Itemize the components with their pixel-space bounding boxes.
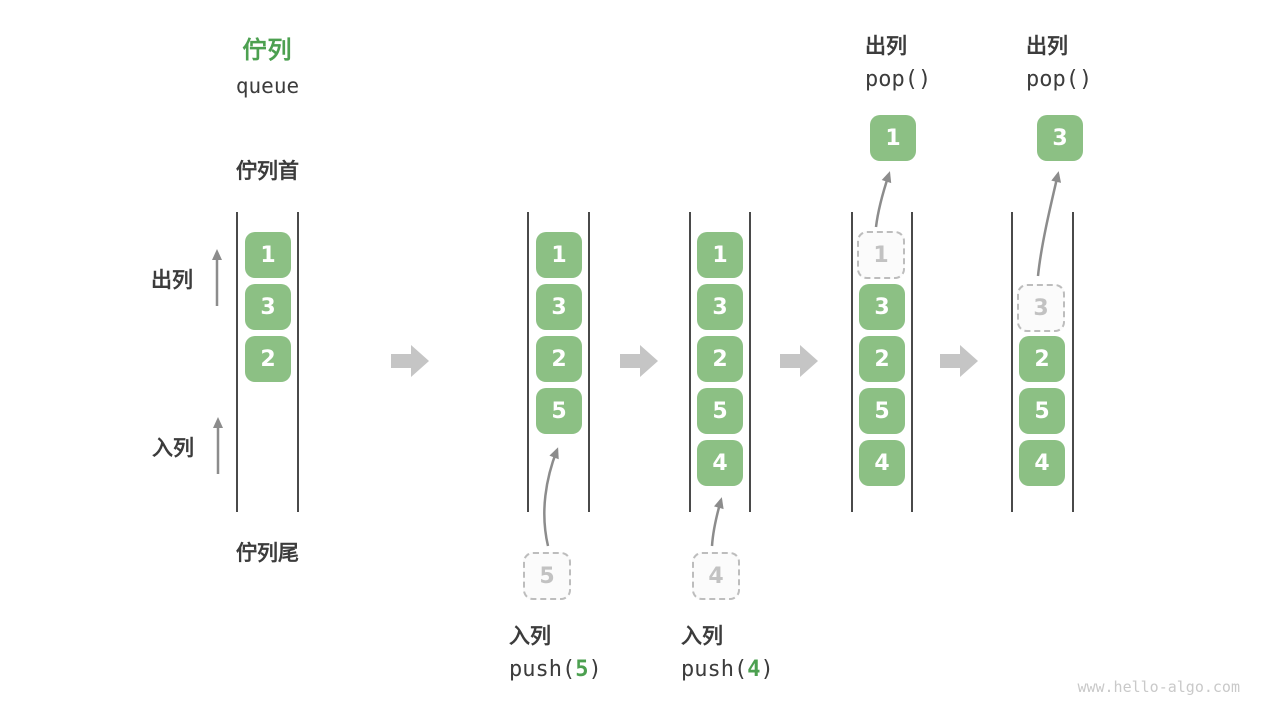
queue-wall-line: [1011, 212, 1013, 512]
enqueue-label: 入列: [152, 436, 194, 460]
push1-arg: 5: [575, 657, 589, 682]
step-arrow-icon: [620, 345, 658, 377]
push1-action-label: 入列: [509, 624, 551, 648]
push2-fn-label: push(4): [681, 657, 774, 682]
queue-cell: 2: [536, 336, 582, 382]
step-arrow-icon: [391, 345, 429, 377]
incoming-cell-ghost: 4: [692, 552, 740, 600]
step-arrow-icon: [780, 345, 818, 377]
watermark: www.hello-algo.com: [1077, 678, 1240, 696]
pop2-action-label: 出列: [1026, 34, 1068, 58]
queue-wall-line: [851, 212, 853, 512]
pop1-arrow: [874, 171, 892, 228]
push-operation-1: 入列 push(5): [509, 620, 602, 682]
queue-wall-line: [297, 212, 299, 512]
popped-cell: 3: [1037, 115, 1083, 161]
queue-cell: 4: [1019, 440, 1065, 486]
queue-cell: 5: [697, 388, 743, 434]
queue-cell: 2: [859, 336, 905, 382]
queue-wall-line: [236, 212, 238, 512]
queue-cell: 2: [1019, 336, 1065, 382]
push4-arrow: [710, 497, 724, 547]
removed-cell-ghost: 1: [857, 231, 905, 279]
queue-cell: 2: [697, 336, 743, 382]
step-arrow-icon: [940, 345, 978, 377]
queue-wall-line: [749, 212, 751, 512]
push2-arg: 4: [747, 657, 761, 682]
pop-operation-1: 出列 pop(): [865, 30, 931, 92]
queue-front-label: 佇列首: [236, 159, 299, 183]
queue-cell: 3: [697, 284, 743, 330]
queue-cell: 3: [859, 284, 905, 330]
queue-wall-line: [527, 212, 529, 512]
queue-wall-line: [911, 212, 913, 512]
pop1-fn-label: pop(): [865, 67, 932, 92]
queue-wall-line: [689, 212, 691, 512]
push2-action-label: 入列: [681, 624, 723, 648]
popped-cell: 1: [870, 115, 916, 161]
pop-operation-2: 出列 pop(): [1026, 30, 1092, 92]
queue-cell: 1: [697, 232, 743, 278]
queue-cell: 1: [536, 232, 582, 278]
queue-cell: 3: [245, 284, 291, 330]
incoming-cell-ghost: 5: [523, 552, 571, 600]
queue-rear-label: 佇列尾: [236, 541, 299, 565]
title-block: 佇列 queue: [197, 30, 338, 98]
pop2-fn-label: pop(): [1026, 67, 1093, 92]
push1-fn-label: push(5): [509, 657, 602, 682]
removed-cell-ghost: 3: [1017, 284, 1065, 332]
pop1-action-label: 出列: [865, 34, 907, 58]
queue-wall-line: [1072, 212, 1074, 512]
page-subtitle: queue: [235, 74, 300, 98]
page-title: 佇列: [242, 36, 293, 64]
queue-cell: 1: [245, 232, 291, 278]
queue-wall-line: [588, 212, 590, 512]
queue-cell: 5: [859, 388, 905, 434]
queue-cell: 2: [245, 336, 291, 382]
pop2-arrow: [1036, 171, 1062, 277]
push-operation-2: 入列 push(4): [681, 620, 774, 682]
queue-cell: 4: [859, 440, 905, 486]
push5-arrow: [543, 447, 559, 547]
queue-cell: 3: [536, 284, 582, 330]
queue-cell: 5: [1019, 388, 1065, 434]
queue-cell: 5: [536, 388, 582, 434]
queue-cell: 4: [697, 440, 743, 486]
dequeue-label: 出列: [151, 268, 193, 292]
